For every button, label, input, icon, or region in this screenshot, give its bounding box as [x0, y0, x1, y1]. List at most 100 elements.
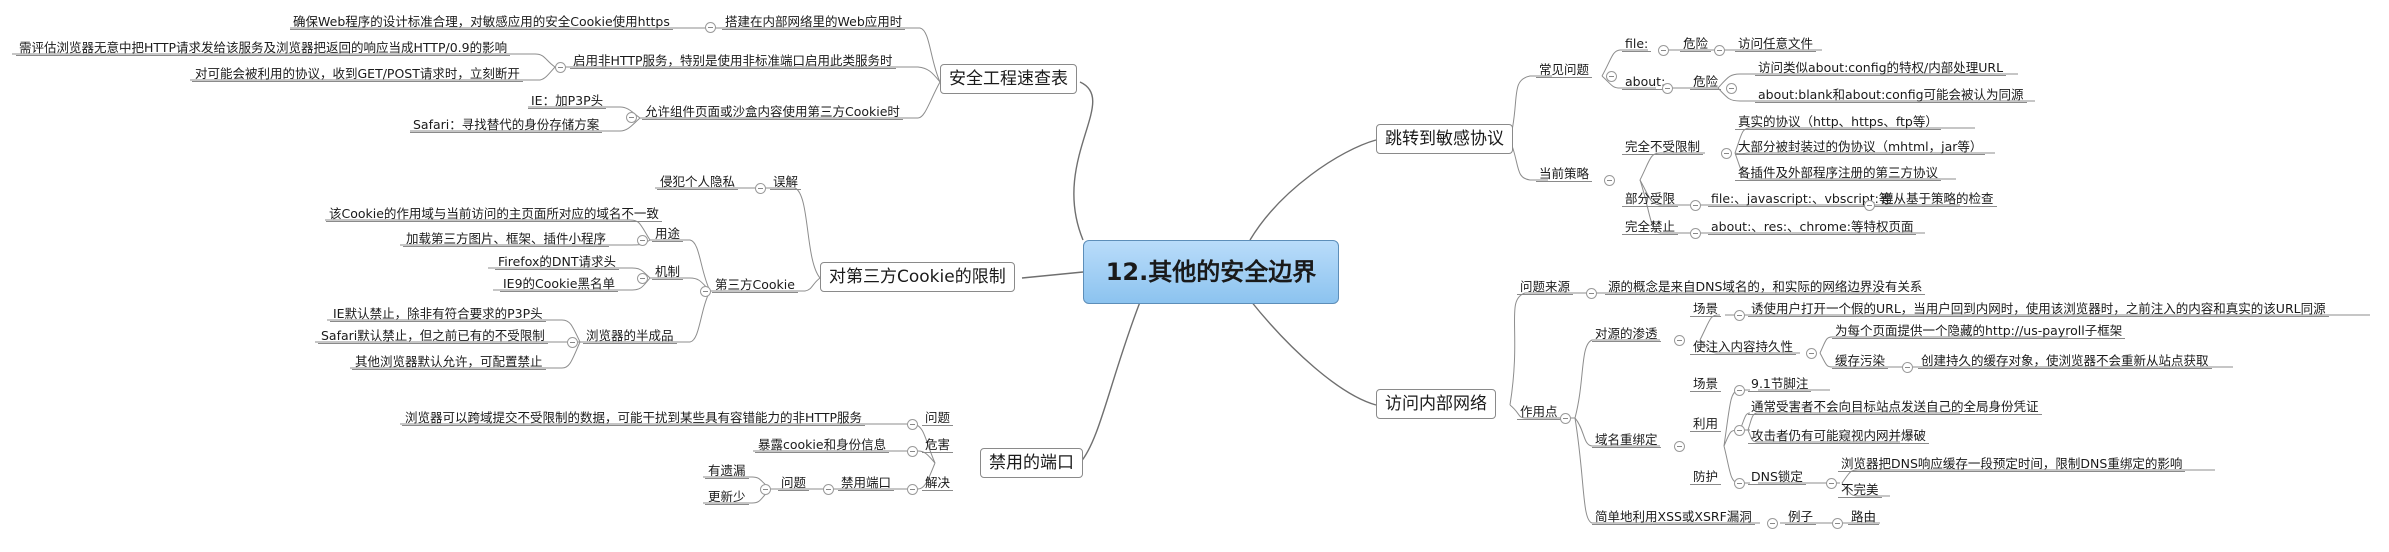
intra-persistence[interactable]: 使注入内容持久性	[1690, 339, 1797, 355]
cookie-half-baked[interactable]: 浏览器的半成品	[583, 328, 677, 344]
sec-ie-p3p[interactable]: IE：加P3P头	[528, 93, 607, 109]
collapse-icon[interactable]	[1674, 335, 1685, 346]
cookie-usage-domain[interactable]: 该Cookie的作用域与当前访问的主页面所对应的域名不一致	[326, 206, 662, 222]
port-issue[interactable]: 问题	[778, 475, 810, 491]
collapse-icon[interactable]	[1826, 478, 1837, 489]
jump-about[interactable]: about:	[1622, 74, 1669, 90]
collapse-icon[interactable]	[1864, 200, 1875, 211]
collapse-icon[interactable]	[1806, 348, 1817, 359]
cookie-mech-ie9-blacklist[interactable]: IE9的Cookie黑名单	[500, 276, 618, 292]
cookie-usage-load[interactable]: 加载第三方图片、框架、插件小程序	[403, 231, 610, 247]
topic-intranet-access[interactable]: 访问内部网络	[1376, 389, 1496, 419]
jump-file-text[interactable]: 访问任意文件	[1735, 36, 1817, 52]
cookie-usage[interactable]: 用途	[652, 226, 684, 242]
collapse-icon[interactable]	[907, 484, 918, 495]
collapse-icon[interactable]	[1714, 45, 1725, 56]
intra-persist-frame[interactable]: 为每个页面提供一个隐藏的http://us-payroll子框架	[1832, 323, 2126, 339]
collapse-icon[interactable]	[1734, 310, 1745, 321]
collapse-icon[interactable]	[1690, 200, 1701, 211]
cookie-half-ie[interactable]: IE默认禁止，除非有符合要求的P3P头	[330, 306, 546, 322]
jump-file-danger[interactable]: 危险	[1680, 36, 1712, 52]
collapse-icon[interactable]	[1606, 71, 1617, 82]
intra-example[interactable]: 例子	[1785, 509, 1817, 525]
sec-safari-identity[interactable]: Safari：寻找替代的身份存储方案	[410, 117, 603, 133]
jump-unlimited[interactable]: 完全不受限制	[1622, 139, 1704, 155]
intra-defend[interactable]: 防护	[1690, 469, 1722, 485]
collapse-icon[interactable]	[1560, 413, 1571, 424]
jump-unlimited-real[interactable]: 真实的协议（http、https、ftp等）	[1735, 114, 1941, 130]
intra-use-credential[interactable]: 通常受害者不会向目标站点发送自己的全局身份凭证	[1748, 399, 2042, 415]
intra-dns-rebind[interactable]: 域名重绑定	[1592, 432, 1661, 448]
sec-getpost-disconnect[interactable]: 对可能会被利用的协议，收到GET/POST请求时，立刻断开	[192, 66, 523, 82]
intra-dns-imperfect[interactable]: 不完美	[1838, 482, 1882, 498]
collapse-icon[interactable]	[1658, 45, 1669, 56]
sec-http09-impact[interactable]: 需评估浏览器无意中把HTTP请求发给该服务及浏览器把返回的响应当成HTTP/0.…	[16, 40, 511, 56]
collapse-icon[interactable]	[1690, 228, 1701, 239]
intra-scene[interactable]: 场景	[1690, 301, 1722, 317]
collapse-icon[interactable]	[1604, 175, 1615, 186]
intra-effect-point[interactable]: 作用点	[1517, 404, 1561, 420]
intra-source[interactable]: 问题来源	[1517, 279, 1574, 295]
intra-route[interactable]: 路由	[1848, 509, 1880, 525]
collapse-icon[interactable]	[1721, 148, 1732, 159]
intra-infiltration[interactable]: 对源的渗透	[1592, 326, 1661, 342]
collapse-icon[interactable]	[567, 337, 578, 348]
intra-dns-lock-desc[interactable]: 浏览器把DNS响应缓存一段预定时间，限制DNS重绑定的影响	[1838, 456, 2186, 472]
collapse-icon[interactable]	[637, 235, 648, 246]
collapse-icon[interactable]	[700, 286, 711, 297]
jump-banned[interactable]: 完全禁止	[1622, 219, 1679, 235]
jump-banned-text[interactable]: about:、res:、chrome:等特权页面	[1708, 219, 1917, 235]
collapse-icon[interactable]	[760, 484, 771, 495]
topic-third-party-cookie[interactable]: 对第三方Cookie的限制	[820, 262, 1015, 292]
collapse-icon[interactable]	[637, 273, 648, 284]
collapse-icon[interactable]	[907, 446, 918, 457]
jump-unlimited-pseudo[interactable]: 大部分被封装过的伪协议（mhtml，jar等）	[1735, 139, 1986, 155]
port-solution[interactable]: 解决	[922, 475, 954, 491]
jump-about-danger[interactable]: 危险	[1690, 74, 1722, 90]
collapse-icon[interactable]	[1586, 288, 1597, 299]
port-problem[interactable]: 问题	[922, 410, 954, 426]
topic-security-cheatsheet[interactable]: 安全工程速查表	[940, 64, 1077, 94]
jump-about-same-origin[interactable]: about:blank和about:config可能会被认为同源	[1755, 87, 2027, 103]
jump-unlimited-plugin[interactable]: 各插件及外部程序注册的第三方协议	[1735, 165, 1942, 181]
collapse-icon[interactable]	[1726, 83, 1737, 94]
sec-nonhttp-service[interactable]: 启用非HTTP服务，特别是使用非标准端口启用此类服务时	[570, 53, 896, 69]
collapse-icon[interactable]	[823, 484, 834, 495]
collapse-icon[interactable]	[1832, 518, 1843, 529]
collapse-icon[interactable]	[1662, 83, 1673, 94]
sec-web-design[interactable]: 确保Web程序的设计标准合理，对敏感应用的安全Cookie使用https	[290, 14, 673, 30]
intra-dns-lock[interactable]: DNS锁定	[1748, 469, 1806, 485]
topic-sensitive-protocols[interactable]: 跳转到敏感协议	[1376, 124, 1513, 154]
jump-file[interactable]: file:	[1622, 36, 1652, 52]
jump-current-policy[interactable]: 当前策略	[1536, 166, 1593, 182]
cookie-privacy[interactable]: 侵犯个人隐私	[657, 174, 739, 190]
intra-cache-text[interactable]: 创建持久的缓存对象，使浏览器不会重新从站点获取	[1918, 353, 2212, 369]
collapse-icon[interactable]	[1902, 362, 1913, 373]
cookie-mechanism[interactable]: 机制	[652, 264, 684, 280]
cookie-mech-firefox-dnt[interactable]: Firefox的DNT请求头	[495, 254, 619, 270]
jump-partial-protocols[interactable]: file:、javascript:、vbscript:等	[1708, 191, 1895, 207]
collapse-icon[interactable]	[1734, 478, 1745, 489]
topic-banned-ports[interactable]: 禁用的端口	[980, 448, 1083, 478]
jump-partial[interactable]: 部分受限	[1622, 191, 1679, 207]
port-banned[interactable]: 禁用端口	[838, 475, 895, 491]
collapse-icon[interactable]	[1734, 425, 1745, 436]
collapse-icon[interactable]	[705, 22, 716, 33]
collapse-icon[interactable]	[907, 419, 918, 430]
sec-thirdparty-cookie[interactable]: 允许组件页面或沙盒内容使用第三方Cookie时	[642, 104, 903, 120]
cookie-half-safari[interactable]: Safari默认禁止，但之前已有的不受限制	[318, 328, 548, 344]
collapse-icon[interactable]	[1767, 518, 1778, 529]
collapse-icon[interactable]	[1734, 385, 1745, 396]
cookie-third-party[interactable]: 第三方Cookie	[712, 277, 798, 293]
collapse-icon[interactable]	[555, 62, 566, 73]
port-harm-text[interactable]: 暴露cookie和身份信息	[755, 437, 890, 453]
intra-rebind-footnote[interactable]: 9.1节脚注	[1748, 376, 1812, 392]
port-leak[interactable]: 有遗漏	[705, 463, 749, 479]
cookie-misunderstanding[interactable]: 误解	[770, 174, 802, 190]
jump-partial-check[interactable]: 遵从基于策略的检查	[1878, 191, 1997, 207]
collapse-icon[interactable]	[1674, 441, 1685, 452]
intra-scene-text[interactable]: 诱使用户打开一个假的URL，当用户回到内网时，使用该浏览器时，之前注入的内容和真…	[1748, 301, 2329, 317]
collapse-icon[interactable]	[626, 112, 637, 123]
intra-source-text[interactable]: 源的概念是来自DNS域名的，和实际的网络边界没有关系	[1605, 279, 1926, 295]
jump-common-issues[interactable]: 常见问题	[1536, 62, 1593, 78]
